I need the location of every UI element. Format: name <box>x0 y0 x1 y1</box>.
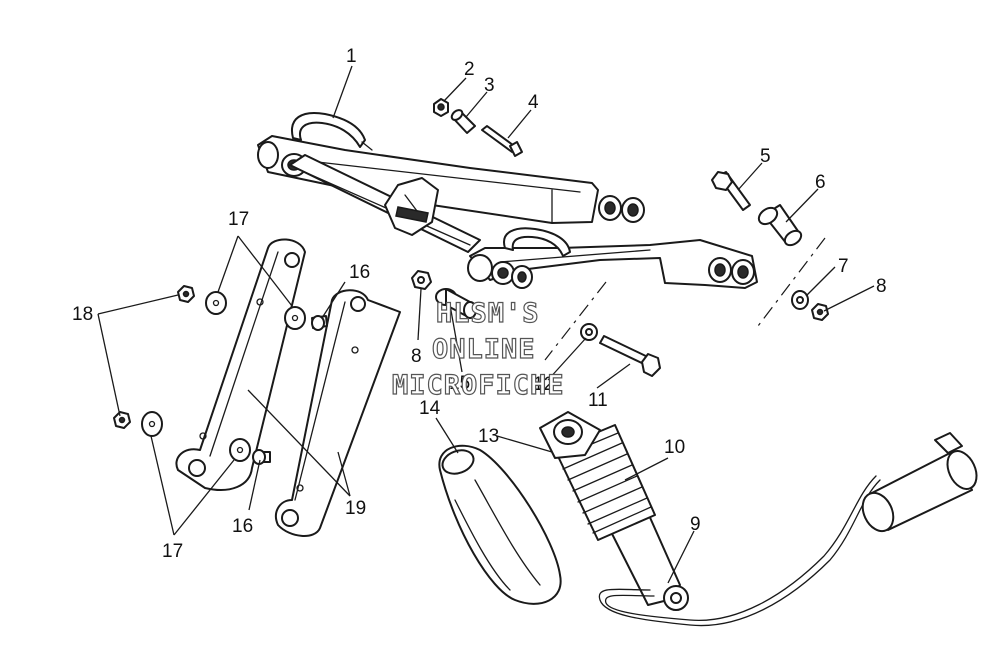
reservoir <box>861 432 978 533</box>
washer-part-7 <box>791 290 809 310</box>
callout-15: 15 <box>449 373 470 394</box>
callout-4: 4 <box>528 92 539 113</box>
washer-part-17-d <box>229 438 251 462</box>
upper-mount-part-13 <box>539 411 601 459</box>
callout-16-upper: 16 <box>349 262 370 283</box>
watermark-line-3: MICROFICHE <box>392 370 565 401</box>
callout-1: 1 <box>346 46 357 67</box>
linkage-plate-part-19-right <box>274 289 401 537</box>
leader-lines <box>97 65 875 584</box>
washer-part-17-c <box>141 411 163 437</box>
nut-part-18-lower <box>113 411 131 429</box>
callout-7: 7 <box>838 256 849 277</box>
center-lines <box>544 237 826 361</box>
watermark-line-2: ONLINE <box>432 334 536 365</box>
pin-part-4 <box>481 125 523 157</box>
callout-13: 13 <box>478 426 499 447</box>
washer-part-12 <box>580 323 598 341</box>
watermark: HLSM'S ONLINE MICROFICHE <box>391 297 565 401</box>
callout-14: 14 <box>419 398 441 419</box>
callout-10: 10 <box>664 437 685 458</box>
bolt-part-11 <box>599 335 661 377</box>
callout-12: 12 <box>533 374 554 395</box>
bolt-part-16-lower <box>252 449 271 465</box>
callout-8-right: 8 <box>876 276 887 297</box>
callout-3: 3 <box>484 75 495 96</box>
callout-11: 11 <box>588 390 608 411</box>
callout-2: 2 <box>464 59 475 80</box>
nut-part-8-left <box>411 270 432 290</box>
callout-18: 18 <box>72 304 93 325</box>
bushing-part-15 <box>435 288 477 319</box>
callout-17-upper: 17 <box>228 209 249 230</box>
shock-absorber-part-9 <box>539 411 978 627</box>
bolt-part-5 <box>711 171 751 211</box>
nut-part-8-right <box>811 303 829 321</box>
callout-16-lower: 16 <box>232 516 253 537</box>
bolt-part-16-upper <box>311 315 328 331</box>
washer-part-17-a <box>205 291 227 315</box>
callout-19: 19 <box>345 498 366 519</box>
callout-6: 6 <box>815 172 826 193</box>
callout-5: 5 <box>760 146 771 167</box>
callout-9: 9 <box>690 514 701 535</box>
nut-part-2 <box>433 98 449 117</box>
bushing-part-3 <box>450 109 476 134</box>
callout-17-lower: 17 <box>162 541 183 562</box>
shock-cover-part-14 <box>438 444 562 605</box>
swing-arm-assembly <box>257 112 758 289</box>
washer-part-17-b <box>284 306 306 330</box>
sleeve-part-6 <box>757 204 803 247</box>
linkage-plate-part-19-left <box>175 238 306 491</box>
nut-part-18-upper <box>177 285 195 303</box>
watermark-line-1: HLSM'S <box>436 298 540 329</box>
callout-8-left: 8 <box>411 346 422 367</box>
callout-labels: 1 2 3 4 5 6 7 8 8 15 12 11 14 13 10 9 16… <box>72 46 887 562</box>
